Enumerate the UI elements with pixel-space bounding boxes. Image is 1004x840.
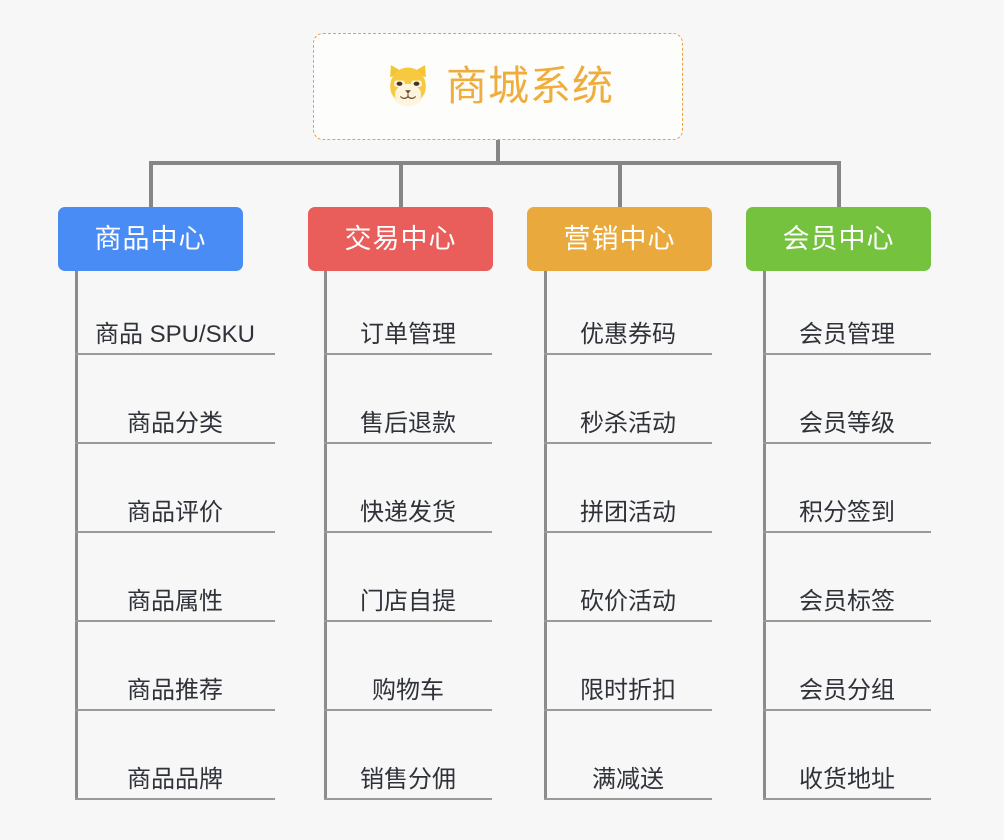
branch-drop-connector <box>836 161 841 207</box>
leaf-item-label: 会员等级 <box>799 410 895 438</box>
leaf-item[interactable]: 会员分组 <box>763 665 931 711</box>
leaf-item-label: 拼团活动 <box>580 499 676 527</box>
leaf-item-label: 积分签到 <box>799 499 895 527</box>
leaf-item[interactable]: 商品分类 <box>75 398 275 444</box>
leaf-item-label: 砍价活动 <box>580 588 676 616</box>
leaf-item-label: 优惠券码 <box>580 321 676 349</box>
leaf-item-label: 门店自提 <box>360 588 456 616</box>
leaf-item[interactable]: 销售分佣 <box>324 754 492 800</box>
leaf-item-label: 商品属性 <box>127 588 223 616</box>
category-label: 会员中心 <box>782 223 895 254</box>
leaf-item-label: 满减送 <box>592 766 664 794</box>
leaf-item-label: 商品品牌 <box>127 766 223 794</box>
leaf-item-label: 收货地址 <box>799 766 895 794</box>
leaf-item-label: 限时折扣 <box>580 677 676 705</box>
leaf-item-label: 销售分佣 <box>360 766 456 794</box>
category-label: 交易中心 <box>344 223 457 254</box>
leaf-item-label: 秒杀活动 <box>580 410 676 438</box>
leaf-item[interactable]: 商品评价 <box>75 487 275 533</box>
leaf-item[interactable]: 商品品牌 <box>75 754 275 800</box>
leaf-item[interactable]: 订单管理 <box>324 309 492 355</box>
leaf-item[interactable]: 限时折扣 <box>544 665 712 711</box>
leaf-item[interactable]: 快递发货 <box>324 487 492 533</box>
branch-spine-connector <box>324 271 327 800</box>
category-label: 营销中心 <box>563 223 676 254</box>
leaf-item[interactable]: 积分签到 <box>763 487 931 533</box>
leaf-item-label: 商品分类 <box>127 410 223 438</box>
category-label: 商品中心 <box>94 223 207 254</box>
root-title: 商城系统 <box>446 63 614 109</box>
branch-spine-connector <box>75 271 78 800</box>
leaf-item[interactable]: 商品 SPU/SKU <box>75 309 275 355</box>
root-stem-connector <box>496 140 500 165</box>
leaf-item[interactable]: 优惠券码 <box>544 309 712 355</box>
category-box-4[interactable]: 会员中心 <box>746 207 931 271</box>
leaf-item-label: 售后退款 <box>360 410 456 438</box>
category-box-2[interactable]: 交易中心 <box>308 207 493 271</box>
leaf-item[interactable]: 砍价活动 <box>544 576 712 622</box>
leaf-item[interactable]: 门店自提 <box>324 576 492 622</box>
leaf-item[interactable]: 售后退款 <box>324 398 492 444</box>
leaf-item-label: 购物车 <box>372 677 444 705</box>
branch-spine-connector <box>544 271 547 800</box>
leaf-item-label: 快递发货 <box>360 499 456 527</box>
leaf-item-label: 会员标签 <box>799 588 895 616</box>
leaf-item[interactable]: 会员管理 <box>763 309 931 355</box>
branch-drop-connector <box>148 161 153 207</box>
horizontal-bus-connector <box>150 161 840 165</box>
branch-drop-connector <box>617 161 622 207</box>
leaf-item[interactable]: 拼团活动 <box>544 487 712 533</box>
branch-spine-connector <box>763 271 766 800</box>
shiba-dog-face-icon <box>390 64 426 106</box>
leaf-item-label: 会员管理 <box>799 321 895 349</box>
leaf-item[interactable]: 购物车 <box>324 665 492 711</box>
leaf-item[interactable]: 会员等级 <box>763 398 931 444</box>
root-node[interactable]: 商城系统 <box>313 33 683 140</box>
leaf-item-label: 商品 SPU/SKU <box>94 321 256 349</box>
leaf-item-label: 商品推荐 <box>127 677 223 705</box>
category-box-3[interactable]: 营销中心 <box>527 207 712 271</box>
leaf-item[interactable]: 秒杀活动 <box>544 398 712 444</box>
leaf-item[interactable]: 会员标签 <box>763 576 931 622</box>
leaf-item[interactable]: 商品推荐 <box>75 665 275 711</box>
leaf-item-label: 会员分组 <box>799 677 895 705</box>
branch-drop-connector <box>398 161 403 207</box>
leaf-item[interactable]: 收货地址 <box>763 754 931 800</box>
leaf-item-label: 商品评价 <box>127 499 223 527</box>
leaf-item[interactable]: 商品属性 <box>75 576 275 622</box>
leaf-item[interactable]: 满减送 <box>544 754 712 800</box>
leaf-item-label: 订单管理 <box>360 321 456 349</box>
category-box-1[interactable]: 商品中心 <box>58 207 243 271</box>
